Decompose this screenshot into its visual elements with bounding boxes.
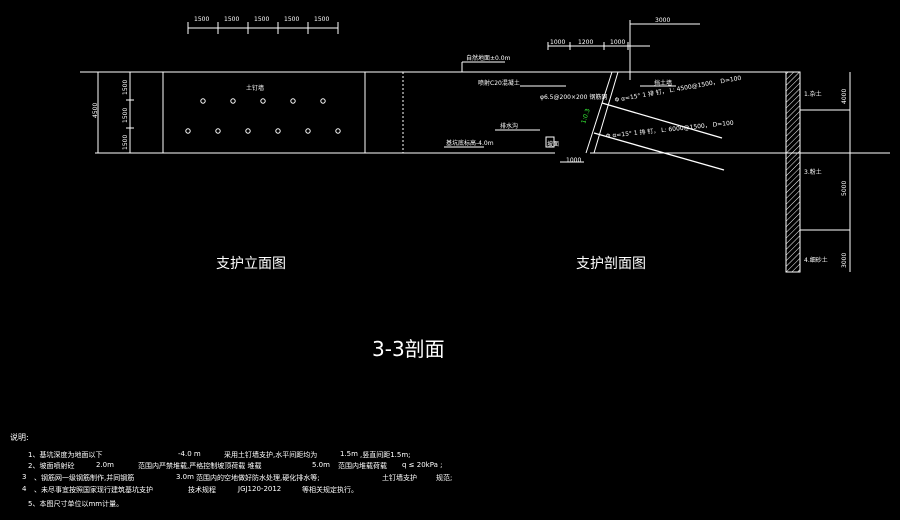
note-3b: 、钢筋网一级钢筋制作,并同钢筋 bbox=[34, 474, 135, 482]
top-dim-1: 1500 bbox=[194, 16, 209, 23]
note-3d: 范围内的空地做好防水处理,硬化排水等; bbox=[196, 474, 320, 482]
drain-box bbox=[545, 136, 555, 148]
stratum-1: 1.杂土 bbox=[804, 90, 822, 98]
left-dim-total: 4500 bbox=[92, 103, 99, 118]
pile-column bbox=[785, 71, 801, 273]
nail-row2 bbox=[593, 132, 725, 171]
note-2f: q ≤ 20kPa ; bbox=[402, 461, 443, 469]
nail-row2-label: Φ α=15° 1 排 钉， L: 6000@1500， D=100 bbox=[605, 119, 734, 140]
ramp-dim-3: 1000 bbox=[610, 39, 625, 46]
ramp-dim-2: 1200 bbox=[578, 39, 593, 46]
face-label: 坡面 bbox=[547, 140, 559, 148]
note-4e: 等相关规定执行。 bbox=[302, 486, 358, 494]
note-4c: 技术规程 bbox=[188, 486, 216, 494]
right-dim-2: 5000 bbox=[841, 181, 848, 196]
left-dim-1: 1500 bbox=[122, 80, 129, 95]
right-dim-3: 3000 bbox=[841, 253, 848, 268]
nail-row1 bbox=[601, 102, 723, 139]
note-2e: 范围内堆载荷载 bbox=[338, 462, 387, 470]
note-5: 5、本图尺寸单位以mm计量。 bbox=[28, 500, 124, 508]
note-3e: 土钉墙支护 bbox=[382, 474, 417, 482]
top-dim-3: 1500 bbox=[254, 16, 269, 23]
drain-label: 排水沟 bbox=[500, 122, 518, 130]
elevation-title: 支护立面图 bbox=[216, 256, 286, 272]
note-3f: 规范; bbox=[436, 474, 453, 482]
pit-bottom-label: 基坑底标高-4.0m bbox=[446, 139, 494, 147]
note-1c: 采用土钉墙支护,水平间距均为 bbox=[224, 451, 318, 459]
top-dim-5: 1500 bbox=[314, 16, 329, 23]
note-2c: 范围内严禁堆载,严格控制坡顶荷载 堆载 bbox=[138, 462, 262, 470]
note-4d: JGJ120-2012 bbox=[238, 485, 282, 493]
note-3c: 3.0m bbox=[176, 473, 194, 481]
slope-face-inner bbox=[593, 71, 619, 154]
note-2b: 2.0m bbox=[96, 461, 114, 469]
ramp-dim-4: 3000 bbox=[655, 17, 670, 24]
elevation-wall-label: 土钉墙 bbox=[246, 84, 264, 92]
note-1e: ,竖直间距1.5m; bbox=[360, 451, 411, 459]
note-1d: 1.5m bbox=[340, 450, 358, 458]
nail-row1-label: Φ α=15° 1 排 钉， L: 4500@1500， D=100 bbox=[614, 74, 742, 104]
note-4b: 、未尽事宜按照国家现行建筑基坑支护 bbox=[34, 486, 153, 494]
slope-face bbox=[585, 71, 613, 154]
section-title: 支护剖面图 bbox=[576, 256, 646, 272]
note-2a: 2、坡面喷射砼 bbox=[28, 462, 75, 470]
nail-holes-row2 bbox=[185, 128, 341, 134]
ramp-dim-1: 1000 bbox=[550, 39, 565, 46]
notes-header: 说明: bbox=[10, 433, 29, 442]
mesh-note: φ6.5@200×200 钢筋网 bbox=[540, 93, 607, 101]
slope-ratio: 1:0.3 bbox=[580, 108, 591, 125]
top-dim-2: 1500 bbox=[224, 16, 239, 23]
right-dim-1: 4000 bbox=[841, 89, 848, 104]
note-1a: 1、基坑深度为地面以下 bbox=[28, 451, 103, 459]
note-1b: -4.0 m bbox=[178, 450, 201, 458]
note-3a: 3 bbox=[22, 473, 27, 481]
notes-block: 说明: 1、基坑深度为地面以下 -4.0 m 采用土钉墙支护,水平间距均为 1.… bbox=[10, 432, 890, 518]
note-4a: 4 bbox=[22, 485, 27, 493]
toe-dim: 1000 bbox=[566, 157, 581, 164]
left-dim-3: 1500 bbox=[122, 135, 129, 150]
ground-level-label: 自然地面±0.0m bbox=[466, 54, 511, 62]
top-note: 喷射C20混凝土 bbox=[478, 79, 520, 87]
nail-holes-row1 bbox=[200, 98, 326, 104]
stratum-3: 4.细砂土 bbox=[804, 256, 828, 264]
pipe-label: 挡土墙 bbox=[654, 79, 672, 87]
left-dim-2: 1500 bbox=[122, 108, 129, 123]
stratum-2: 3.粉土 bbox=[804, 168, 822, 176]
top-dim-4: 1500 bbox=[284, 16, 299, 23]
drawing-title: 3-3剖面 bbox=[372, 337, 445, 361]
note-2d: 5.0m bbox=[312, 461, 330, 469]
